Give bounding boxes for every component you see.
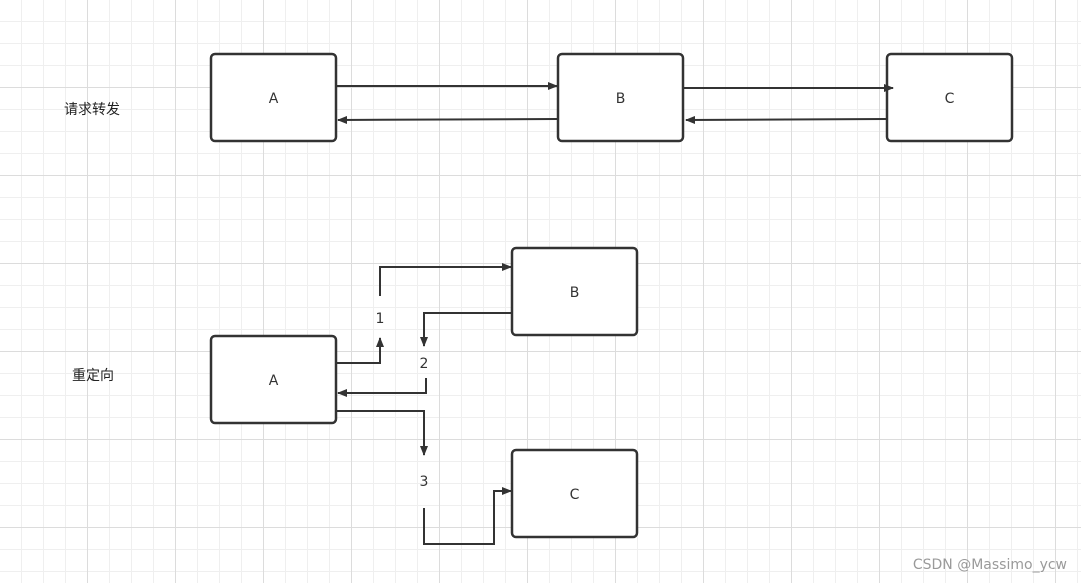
arrow-step1-to-b <box>379 263 512 296</box>
arrow-b-to-a <box>337 115 558 124</box>
arrow-step3-from-a <box>337 410 428 456</box>
redirect-box-c[interactable]: C <box>510 448 639 539</box>
forward-box-a-label: A <box>269 91 279 107</box>
forward-box-b[interactable]: B <box>556 52 685 143</box>
arrow-step2-from-b <box>420 312 512 347</box>
step-label-3: 3 <box>420 474 429 490</box>
arrow-c-to-b <box>685 115 887 124</box>
arrow-step2-to-a <box>337 378 427 397</box>
arrow-step1-a-up <box>337 337 384 364</box>
redirect-box-a-label: A <box>269 373 279 389</box>
redirect-box-b[interactable]: B <box>510 246 639 337</box>
forward-box-a[interactable]: A <box>209 52 338 143</box>
section-label-forward: 请求转发 <box>64 102 120 118</box>
forward-box-b-label: B <box>616 91 626 107</box>
watermark: CSDN @Massimo_ycw <box>912 557 1067 573</box>
redirect-box-b-label: B <box>570 285 580 301</box>
section-label-redirect: 重定向 <box>72 368 114 384</box>
redirect-box-c-label: C <box>570 487 580 503</box>
forward-box-c-label: C <box>945 91 955 107</box>
arrow-step3-to-c <box>423 487 512 545</box>
step-label-1: 1 <box>376 311 385 327</box>
redirect-box-a[interactable]: A <box>209 334 338 425</box>
forward-box-c[interactable]: C <box>885 52 1014 143</box>
step-label-2: 2 <box>420 356 429 372</box>
